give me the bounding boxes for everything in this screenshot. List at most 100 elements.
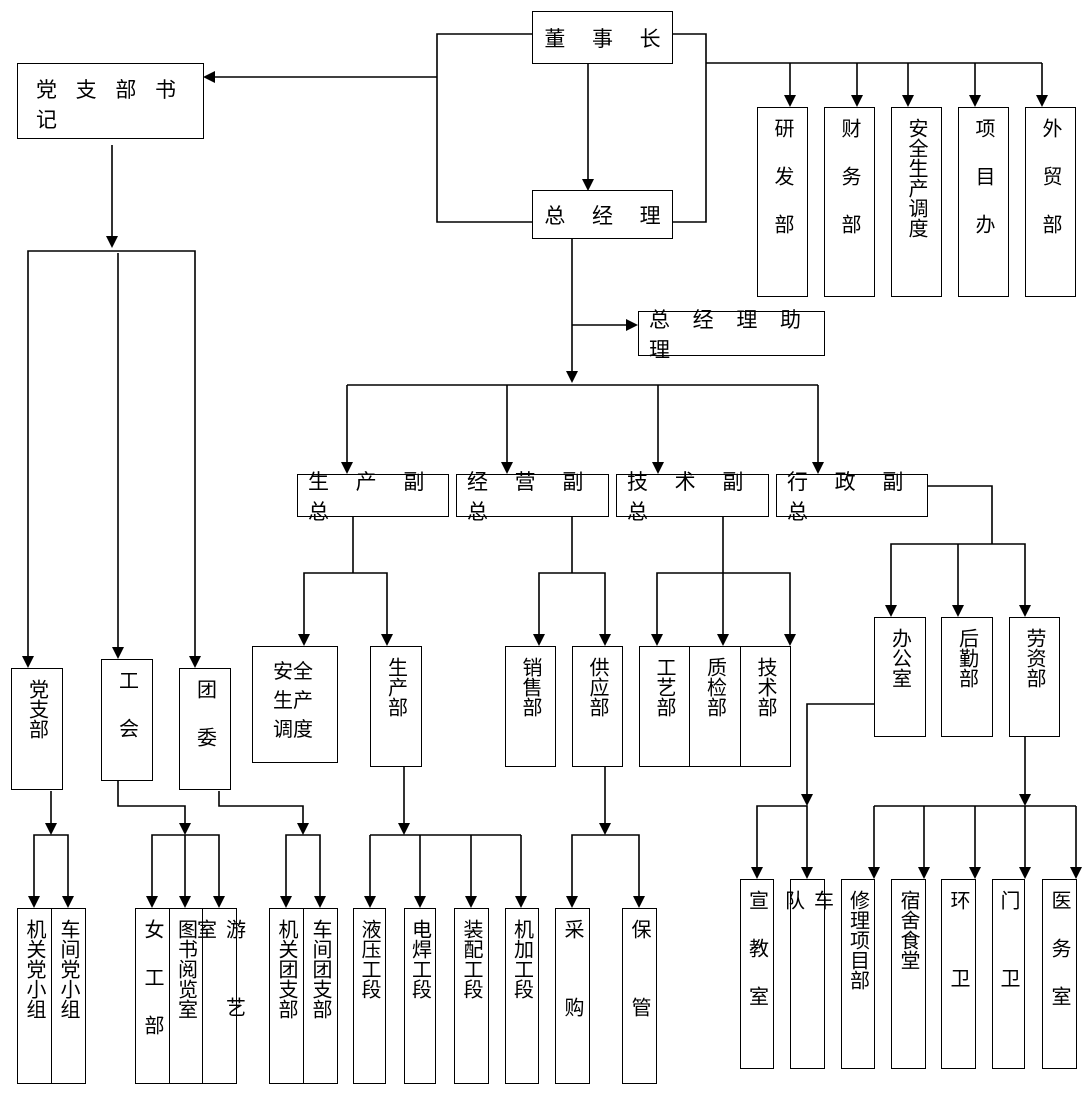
section-label: 电焊工段 xyxy=(408,919,433,999)
arrow-head xyxy=(902,95,914,107)
vgm-business: 经 营 副 总 xyxy=(456,470,609,524)
dept-label: 生产部 xyxy=(384,657,409,717)
unit-label: 保管 xyxy=(628,919,652,1075)
dept-label: 办公室 xyxy=(888,628,913,688)
arrow-head xyxy=(1019,605,1031,617)
dept-safety-dispatch-2: 安全生产调度 xyxy=(252,646,338,763)
dept-process: 工艺部 xyxy=(639,646,690,767)
dept-label: 后勤部 xyxy=(955,628,980,688)
dept-logistics: 后勤部 xyxy=(941,617,993,737)
arrow-head xyxy=(341,462,353,474)
arrow-head xyxy=(918,867,930,879)
connector xyxy=(33,834,69,898)
section-assembly: 装配工段 xyxy=(454,908,489,1084)
unit-label: 采购 xyxy=(561,919,585,1075)
arrow-head xyxy=(582,179,594,191)
unit-label: 机关团支部 xyxy=(275,919,299,1019)
arrow-head xyxy=(851,95,863,107)
arrow-head xyxy=(868,867,880,879)
vgm-admin: 行 政 副 总 xyxy=(776,470,928,524)
arrow-head xyxy=(952,605,964,617)
arrow-head xyxy=(22,656,34,668)
unit-repair-projects: 修理项目部 xyxy=(841,879,875,1069)
connector xyxy=(436,33,532,223)
connector xyxy=(27,250,196,658)
unit-clinic: 医务室 xyxy=(1042,879,1077,1069)
unit-motor-pool: 车队 xyxy=(782,879,835,1069)
connector xyxy=(571,834,640,898)
general-manager-label: 总 经 理 xyxy=(544,203,671,228)
arrow-head xyxy=(599,823,611,835)
dept-hr: 劳资部 xyxy=(1009,617,1060,737)
unit-workshop-party-group: 车间党小组 xyxy=(51,908,86,1084)
arrow-head xyxy=(298,634,310,646)
arrow-head xyxy=(203,71,215,83)
arrow-head xyxy=(566,896,578,908)
dept-finance: 财务部 xyxy=(824,107,875,297)
arrow-head xyxy=(62,896,74,908)
arrow-head xyxy=(465,896,477,908)
dept-label: 财务部 xyxy=(838,118,862,262)
gm-assistant-box: 总 经 理 助 理 xyxy=(638,308,825,362)
connector xyxy=(117,781,186,824)
section-label: 机加工段 xyxy=(510,919,535,999)
org-union: 工会 xyxy=(101,659,153,781)
gm-assistant-label: 总 经 理 助 理 xyxy=(649,307,810,362)
arrow-head xyxy=(1019,794,1031,806)
connector xyxy=(927,485,993,544)
section-hydraulic: 液压工段 xyxy=(353,908,386,1084)
connector xyxy=(656,572,791,635)
unit-label: 宣教室 xyxy=(745,890,770,1034)
dept-safety-dispatch: 安全生产调度 xyxy=(891,107,942,297)
arrow-head xyxy=(1070,867,1082,879)
dept-office: 办公室 xyxy=(874,617,926,737)
connector xyxy=(303,572,388,635)
arrow-head xyxy=(189,656,201,668)
dept-projects: 项目办 xyxy=(958,107,1009,297)
unit-dorm-canteen: 宿舍食堂 xyxy=(891,879,926,1069)
connector xyxy=(538,572,606,635)
unit-publicity-room: 宣教室 xyxy=(740,879,774,1069)
arrow-head xyxy=(106,236,118,248)
unit-label: 车队 xyxy=(781,890,835,996)
general-manager-box: 总 经 理 xyxy=(532,190,673,239)
arrow-head xyxy=(885,605,897,617)
arrow-head xyxy=(969,95,981,107)
dept-label: 供应部 xyxy=(586,657,610,717)
section-label: 液压工段 xyxy=(358,919,382,999)
unit-label: 车间团支部 xyxy=(309,919,333,1019)
arrow-head xyxy=(599,634,611,646)
arrow-head xyxy=(1036,95,1048,107)
section-machining: 机加工段 xyxy=(505,908,539,1084)
dept-label: 安全生产调度 xyxy=(273,659,313,741)
arrow-head xyxy=(651,634,663,646)
unit-label: 游艺室 xyxy=(193,919,247,1075)
arrow-head xyxy=(566,371,578,383)
arrow-head xyxy=(801,794,813,806)
dept-label: 销售部 xyxy=(519,657,543,717)
unit-label: 宿舍食堂 xyxy=(897,890,921,970)
unit-office-party-group: 机关党小组 xyxy=(17,908,52,1084)
arrow-head xyxy=(652,462,664,474)
arrow-head xyxy=(45,823,57,835)
unit-label: 门卫 xyxy=(997,890,1021,1046)
connector xyxy=(806,703,874,795)
vgm-label: 生 产 副 总 xyxy=(308,469,435,524)
connector xyxy=(756,805,808,869)
unit-label: 图书阅览室 xyxy=(174,919,199,1019)
arrow-head xyxy=(801,867,813,879)
dept-label: 安全生产调度 xyxy=(905,118,929,238)
unit-office-youth-branch: 机关团支部 xyxy=(269,908,304,1084)
arrow-head xyxy=(751,867,763,879)
dept-label: 技术部 xyxy=(754,657,778,717)
vgm-label: 经 营 副 总 xyxy=(467,469,594,524)
party-secretary-box: 党 支 部 书 记 xyxy=(17,63,204,139)
arrow-head xyxy=(381,634,393,646)
dept-tech: 技术部 xyxy=(740,646,791,767)
arrow-head xyxy=(626,319,638,331)
dept-production: 生产部 xyxy=(370,646,422,767)
arrow-head xyxy=(112,647,124,659)
arrow-head xyxy=(280,896,292,908)
dept-label: 研发部 xyxy=(771,118,795,262)
